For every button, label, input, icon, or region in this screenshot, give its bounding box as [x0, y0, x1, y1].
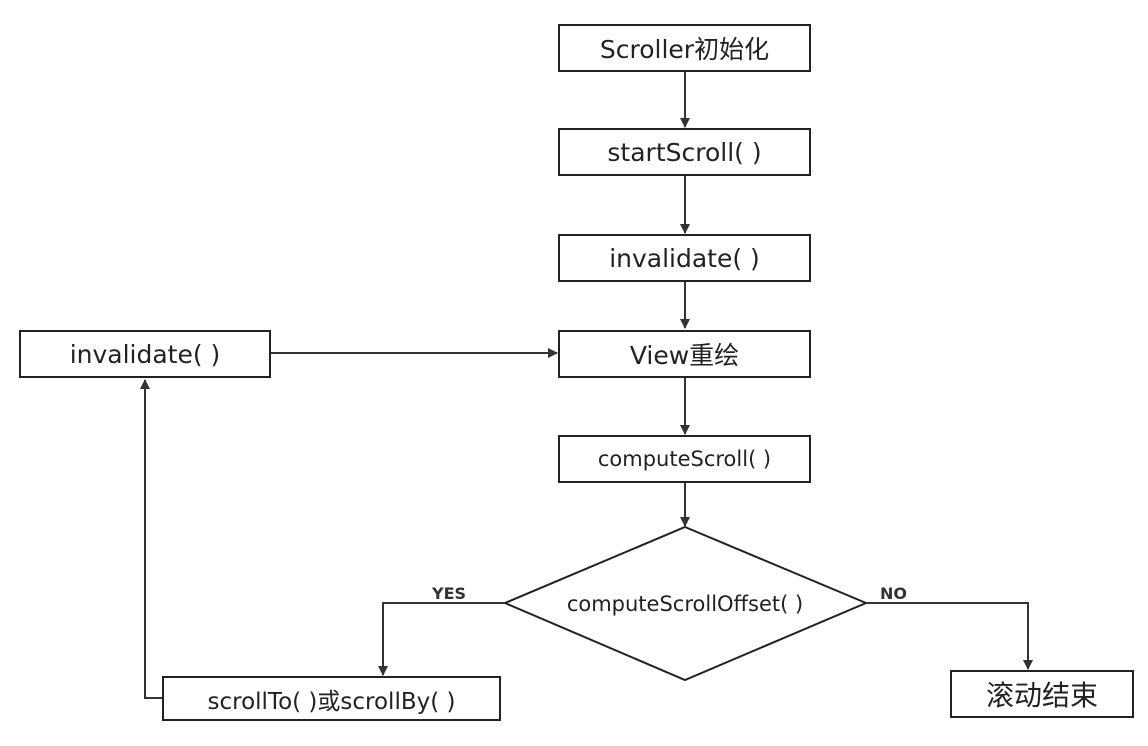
yes-label: YES — [431, 584, 466, 603]
no-label: NO — [880, 584, 907, 603]
decision-diamond — [502, 525, 869, 682]
node-invalidate-main: invalidate( ) — [558, 234, 811, 282]
node-scroll-to-by: scrollTo( )或scrollBy( ) — [162, 676, 501, 721]
node-start-scroll: startScroll( ) — [558, 128, 811, 176]
decision-label: computeScrollOffset( ) — [567, 592, 803, 616]
node-scroll-end: 滚动结束 — [950, 670, 1134, 718]
edge-no-branch — [866, 602, 1033, 670]
node-scroller-init: Scroller初始化 — [558, 24, 811, 72]
edge-scrollto-to-loop-invalidate — [140, 379, 162, 699]
node-view-redraw: View重绘 — [558, 330, 811, 378]
node-compute-scroll: computeScroll( ) — [558, 435, 811, 483]
edge-yes-branch — [378, 602, 505, 676]
node-invalidate-loop: invalidate( ) — [19, 330, 271, 378]
